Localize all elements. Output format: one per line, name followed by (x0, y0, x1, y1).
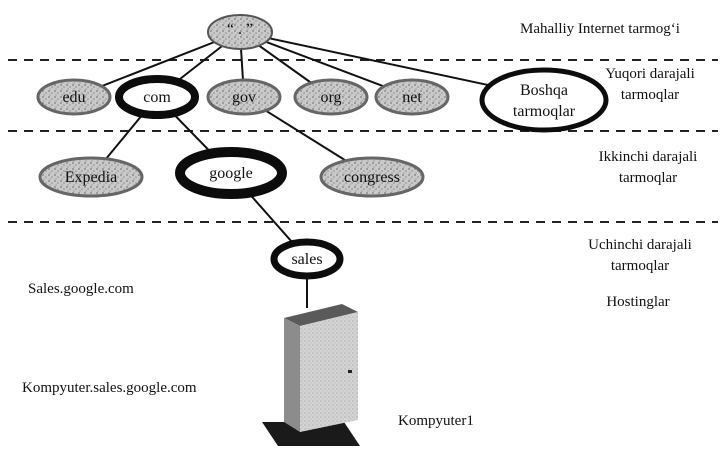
node-label-congress: congress (344, 169, 400, 186)
level-separators (8, 59, 718, 223)
node-sales: sales (270, 238, 344, 280)
annotation-subdomain: Sales.google.com (28, 281, 134, 297)
node-com: com (115, 75, 199, 119)
node-label-other-line2: tarmoqlar (513, 103, 576, 120)
node-google: google (175, 147, 287, 199)
level-label-second-line2: tarmoqlar (619, 170, 677, 186)
level-label-second-line1: Ikkinchi darajali (599, 149, 698, 165)
server-base (262, 422, 360, 446)
level-label-hosts: Hostinglar (606, 294, 669, 310)
node-label-com: com (143, 89, 171, 106)
node-other-networks: Boshqa tarmoqlar (479, 67, 609, 133)
node-label-sales: sales (291, 251, 322, 268)
node-gov: gov (206, 78, 282, 116)
node-label-expedia: Expedia (65, 169, 117, 186)
server-top (284, 304, 358, 326)
annotation-host-fqdn: Kompyuter.sales.google.com (22, 380, 197, 396)
node-label-other-line1: Boshqa (520, 82, 568, 99)
level-label-third-line2: tarmoqlar (611, 258, 669, 274)
node-edu: edu (36, 78, 112, 116)
node-org: org (293, 78, 369, 116)
level-label-third-line1: Uchinchi darajali (588, 237, 692, 253)
node-label-net: net (402, 89, 422, 106)
node-congress: congress (319, 156, 425, 198)
annotation-computer: Kompyuter1 (398, 413, 474, 429)
root-node: “ . ” (207, 14, 273, 50)
node-label-edu: edu (62, 89, 85, 106)
server-side (300, 312, 358, 432)
node-expedia: Expedia (38, 156, 144, 198)
server-front (284, 318, 300, 432)
node-label-gov: gov (232, 89, 256, 106)
level-label-local: Mahalliy Internet tarmog‘i (520, 21, 680, 37)
node-label-org: org (320, 89, 341, 106)
level-label-top-line2: tarmoqlar (621, 87, 679, 103)
server-led (348, 370, 352, 373)
server-computer-icon (262, 304, 360, 446)
root-label: “ . ” (227, 21, 253, 38)
node-net: net (374, 78, 450, 116)
level-label-top-line1: Yuqori darajali (605, 66, 695, 82)
node-label-google: google (209, 165, 253, 182)
